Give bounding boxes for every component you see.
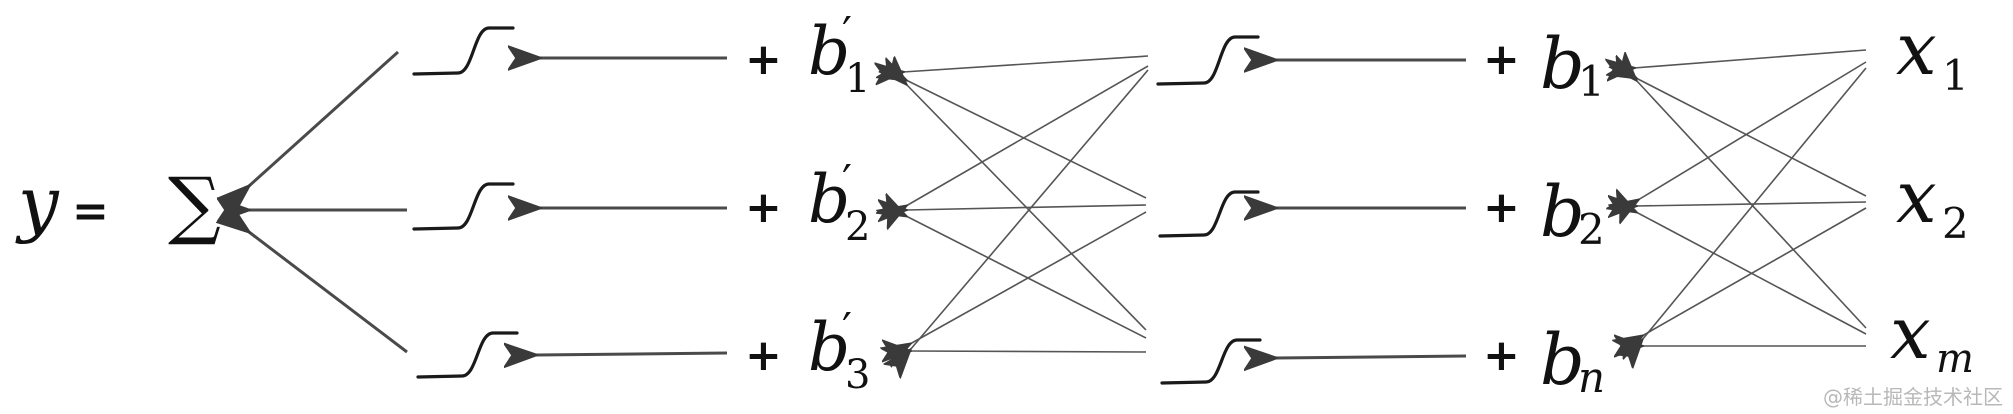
plus-sign: + <box>745 34 782 85</box>
connection-arrow <box>1638 61 1867 200</box>
input-symbol: x <box>1896 7 1937 91</box>
prime-mark: ′ <box>842 304 852 355</box>
connection-arrow <box>1636 80 1867 329</box>
connection-arrow <box>1636 78 1867 197</box>
connection-arrow <box>1642 207 1867 336</box>
connection-arrow <box>906 84 1147 331</box>
sigmoid-icon <box>412 26 515 76</box>
bias1-3-label: + b n <box>1483 319 1605 402</box>
subscript: m <box>1936 336 1974 382</box>
input-symbol: x <box>1890 291 1931 375</box>
subscript: 2 <box>1942 199 1969 248</box>
bias-symbol: b <box>1540 319 1585 401</box>
bias1-to-activation-arrows <box>1276 60 1467 358</box>
prime-mark: ′ <box>842 156 852 207</box>
activations-layer-2 <box>412 26 519 379</box>
connection-arrow <box>910 351 1147 352</box>
output-variable: y <box>15 161 60 245</box>
bias-layer-2: + b ′ 1 + b ′ 2 + b ′ 3 <box>745 8 870 398</box>
prime-mark: ′ <box>842 8 852 59</box>
arrow-act2-3-to-sum <box>249 232 408 354</box>
subscript: 1 <box>845 56 870 102</box>
sigmoid-icon <box>1160 338 1262 385</box>
connection-arrow <box>906 65 1149 206</box>
connection-arrow <box>903 55 1149 72</box>
bias-symbol: b <box>1540 171 1585 253</box>
plus-sign: + <box>1483 34 1520 85</box>
connection-arrow <box>1634 49 1867 68</box>
bias-symbol: b <box>808 13 850 90</box>
subscript: 1 <box>1578 57 1605 106</box>
connection-arrow <box>906 80 1147 199</box>
bias-symbol: b <box>808 309 850 386</box>
input-m-label: x m <box>1890 291 1974 382</box>
plus-sign: + <box>745 182 782 233</box>
bias1-1-label: + b 1 <box>1483 23 1605 106</box>
input-2-label: x 2 <box>1896 155 1969 248</box>
bias-layer-1: + b 1 + b 2 + b n <box>1483 23 1605 402</box>
plus-sign: + <box>745 330 782 381</box>
subscript: 2 <box>1578 205 1605 254</box>
sigmoid-icon <box>412 182 515 231</box>
dense-connections-layer-2 <box>903 55 1149 352</box>
arrow-act2-1-to-sum <box>249 50 400 186</box>
dense-connections-layer-1 <box>1634 49 1867 346</box>
summation-symbol: ∑ <box>168 162 221 248</box>
subscript: 1 <box>1942 51 1969 100</box>
bias1-2-label: + b 2 <box>1483 171 1605 254</box>
equals-sign: = <box>72 186 109 237</box>
activations-layer-1 <box>1156 35 1262 385</box>
output-equation: y = ∑ <box>15 161 221 248</box>
sigmoid-icon <box>416 331 519 379</box>
plus-sign: + <box>1483 182 1520 233</box>
input-symbol: x <box>1896 155 1937 239</box>
sum-arrows <box>249 50 408 354</box>
sigmoid-icon <box>1156 35 1260 86</box>
plus-sign: + <box>1483 330 1520 381</box>
subscript: 3 <box>845 352 870 398</box>
bias-symbol: b <box>1540 23 1585 105</box>
input-1-label: x 1 <box>1896 7 1969 100</box>
connection-arrow <box>906 216 1147 339</box>
arrow-bias2-3-to-act <box>536 353 728 355</box>
sigmoid-icon <box>1158 190 1260 238</box>
bias2-1-label: + b ′ 1 <box>745 8 870 102</box>
subscript: n <box>1578 353 1605 402</box>
input-layer: x 1 x 2 x m <box>1890 7 1974 382</box>
watermark-text: @稀土掘金技术社区 <box>1823 385 2003 409</box>
bias2-2-label: + b ′ 2 <box>745 156 870 250</box>
connection-arrow <box>1636 212 1867 335</box>
bias2-3-label: + b ′ 3 <box>745 304 870 398</box>
bias-symbol: b <box>808 161 850 238</box>
bias2-to-activation-arrows <box>536 58 728 355</box>
subscript: 2 <box>845 204 870 250</box>
arrow-bias1-3-to-act <box>1276 356 1467 358</box>
